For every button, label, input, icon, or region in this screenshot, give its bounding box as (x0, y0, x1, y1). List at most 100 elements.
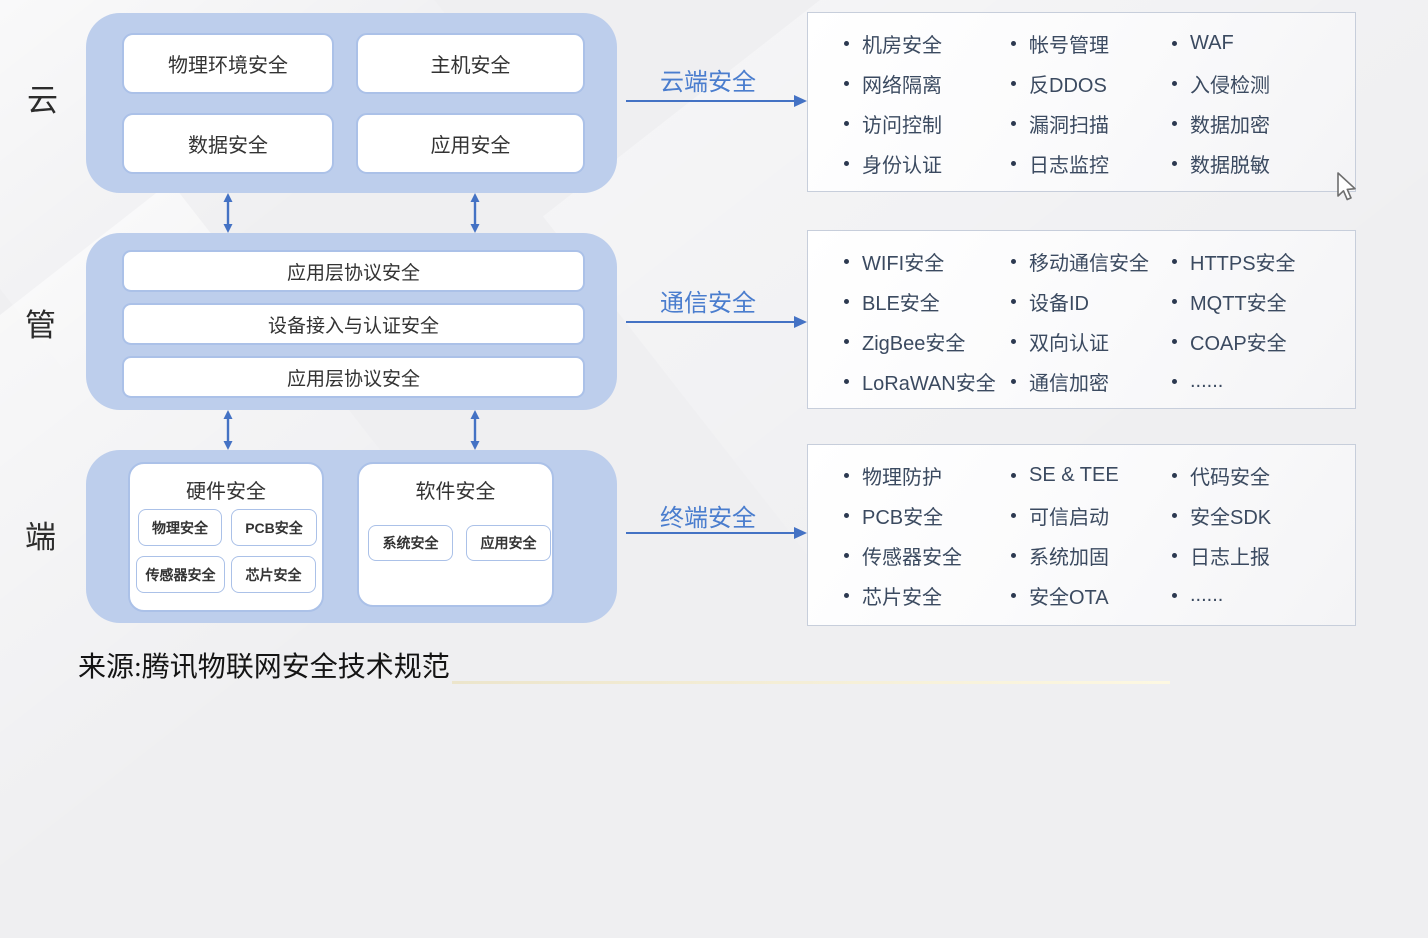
bullet-dot (1011, 40, 1016, 46)
bullet-item: 数据脱敏 (1172, 143, 1270, 183)
bullet-text: 日志监控 (1029, 154, 1109, 177)
bullet-dot (1172, 298, 1177, 304)
bullet-dot (1172, 120, 1177, 126)
bullet-dot (1172, 378, 1177, 384)
bullet-text: PCB安全 (862, 506, 944, 529)
bullet-item: 设备ID (1011, 281, 1149, 321)
communication-security-arrow-label: 通信安全 (660, 290, 756, 317)
bullet-text: 网络隔离 (862, 74, 942, 97)
bullet-text: WAF (1190, 31, 1234, 54)
bullet-text: 数据脱敏 (1190, 154, 1270, 177)
bullet-dot (844, 552, 849, 558)
bullet-item: HTTPS安全 (1172, 241, 1296, 281)
bullet-text: 传感器安全 (862, 546, 962, 569)
bullet-dot (1011, 80, 1016, 86)
bullet-dot (844, 258, 849, 264)
bullet-dot (1011, 120, 1016, 126)
bullet-item: 物理防护 (844, 455, 962, 495)
card-title: 硬件安全 (186, 481, 266, 503)
bullet-text: 访问控制 (862, 114, 942, 137)
bullet-item: ...... (1172, 361, 1296, 401)
cloud-security-arrow-label: 云端安全 (660, 69, 756, 96)
bullet-dot (1011, 512, 1016, 518)
bullet-dot (1011, 552, 1016, 558)
bullet-dot (844, 592, 849, 598)
bullet-text: ZigBee安全 (862, 332, 966, 355)
security-box: 数据安全 (122, 113, 334, 174)
bullet-item: 可信启动 (1011, 495, 1119, 535)
bullet-dot (844, 40, 849, 46)
security-chip: 应用安全 (466, 525, 551, 561)
bullet-dot (1172, 338, 1177, 344)
bullet-dot (844, 298, 849, 304)
bullet-item: 安全OTA (1011, 575, 1119, 615)
right-arrow-icon (626, 316, 807, 328)
security-box: 主机安全 (356, 33, 585, 94)
bullet-text: 物理防护 (862, 466, 942, 489)
bullet-item: 漏洞扫描 (1011, 103, 1109, 143)
bullet-text: 通信加密 (1029, 372, 1109, 395)
bullet-item: ZigBee安全 (844, 321, 996, 361)
bullet-item: 传感器安全 (844, 535, 962, 575)
bullet-dot (1172, 512, 1177, 518)
bullet-item: 通信加密 (1011, 361, 1149, 401)
mouse-cursor-icon (1337, 172, 1356, 201)
bullet-text: 帐号管理 (1029, 34, 1109, 57)
bullet-dot (1011, 338, 1016, 344)
bullet-dot (844, 120, 849, 126)
terminal-security-panel: 物理防护 PCB安全 传感器安全 芯片安全 SE & TEE 可信启动 系统加固… (807, 444, 1356, 626)
bullet-text: 身份认证 (862, 154, 942, 177)
security-chip: 物理安全 (138, 509, 222, 546)
bullet-item: PCB安全 (844, 495, 962, 535)
bullet-dot (1172, 258, 1177, 264)
bullet-item: 反DDOS (1011, 63, 1109, 103)
bullet-dot (844, 512, 849, 518)
bullet-item: 访问控制 (844, 103, 942, 143)
bullet-dot (1172, 160, 1177, 166)
terminal-layer-container: 硬件安全 物理安全 PCB安全 传感器安全 芯片安全 软件安全 系统安全 应用安… (86, 450, 617, 623)
bullet-text: 双向认证 (1029, 332, 1109, 355)
bullet-item: COAP安全 (1172, 321, 1296, 361)
bullet-text: 漏洞扫描 (1029, 114, 1109, 137)
bullet-item: 日志上报 (1172, 535, 1271, 575)
bullet-dot (844, 338, 849, 344)
layer-label-network: 管 (25, 308, 57, 343)
bullet-dot (844, 80, 849, 86)
security-row: 应用层协议安全 (122, 356, 585, 398)
bullet-dot (1172, 472, 1177, 478)
layer-label-cloud: 云 (27, 83, 59, 118)
bullet-text: HTTPS安全 (1190, 252, 1296, 275)
bullet-item: 身份认证 (844, 143, 942, 183)
bullet-text: 安全OTA (1029, 586, 1109, 609)
bullet-dot (1011, 258, 1016, 264)
bullet-dot (1172, 80, 1177, 86)
bullet-text: WIFI安全 (862, 252, 945, 275)
bullet-text: 入侵检测 (1190, 74, 1270, 97)
bullet-text: COAP安全 (1190, 332, 1287, 355)
bullet-item: SE & TEE (1011, 455, 1119, 495)
bullet-text: 代码安全 (1190, 466, 1270, 489)
card-title: 软件安全 (415, 481, 496, 503)
bullet-text: 反DDOS (1029, 74, 1107, 97)
double-arrow-icon (223, 193, 233, 233)
bullet-text: 设备ID (1029, 292, 1089, 315)
bullet-text: ...... (1190, 369, 1224, 392)
double-arrow-icon (470, 193, 480, 233)
double-arrow-icon (223, 410, 233, 450)
bullet-dot (1011, 472, 1016, 478)
bullet-text: BLE安全 (862, 292, 940, 315)
bullet-dot (1011, 378, 1016, 384)
security-box: 物理环境安全 (122, 33, 334, 94)
bullet-item: 芯片安全 (844, 575, 962, 615)
bullet-dot (844, 472, 849, 478)
bullet-dot (1172, 552, 1177, 558)
bullet-item: 网络隔离 (844, 63, 942, 103)
bullet-text: MQTT安全 (1190, 292, 1287, 315)
bullet-text: 机房安全 (862, 34, 942, 57)
security-chip: 系统安全 (368, 525, 453, 561)
bullet-item: 移动通信安全 (1011, 241, 1149, 281)
layer-label-terminal: 端 (25, 520, 57, 555)
bullet-dot (1172, 592, 1177, 598)
bullet-dot (844, 160, 849, 166)
source-caption: 来源:腾讯物联网安全技术规范 (78, 652, 450, 683)
